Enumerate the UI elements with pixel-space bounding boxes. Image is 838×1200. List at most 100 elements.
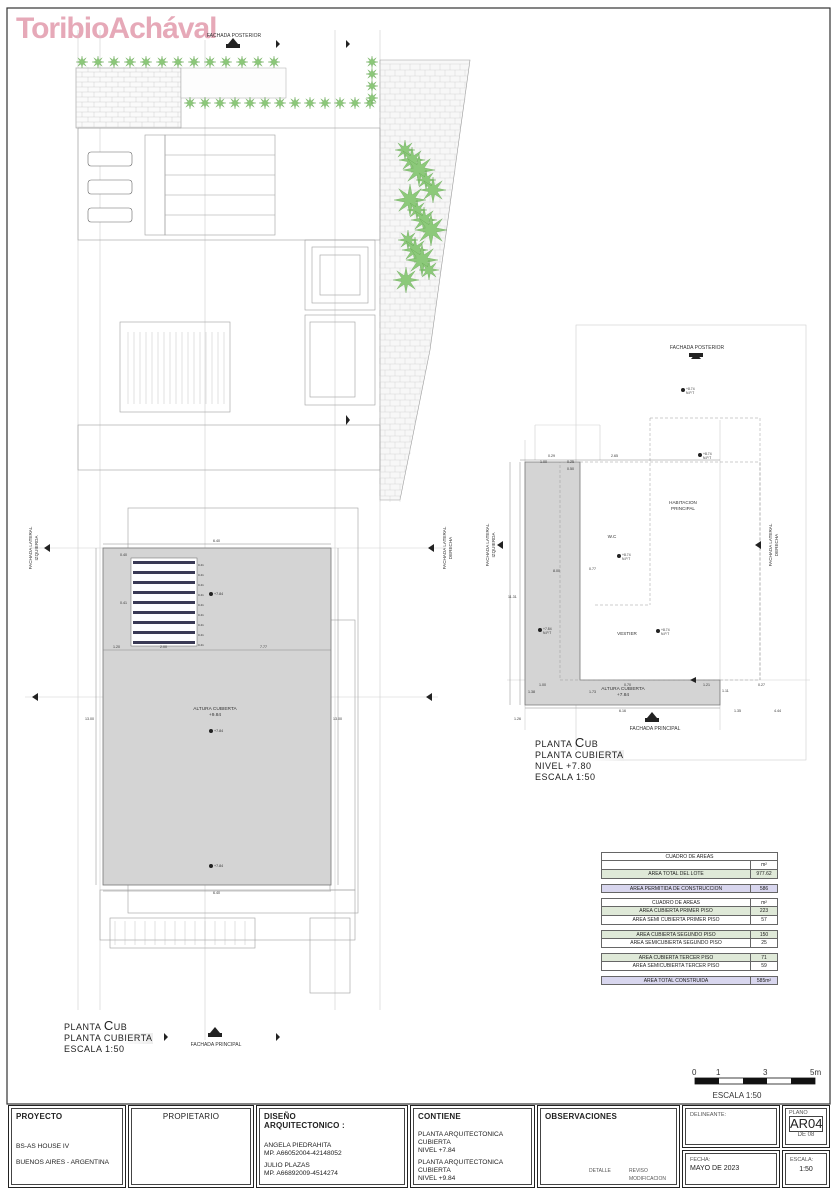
tb-plano-head: PLANO [789,1110,808,1116]
left-plan: 6.40 0.40 1.20 2.00 7.77 13.00 13.00 0.4… [25,30,471,1048]
tb-diseno-3: JULIO PLAZAS [264,1162,310,1169]
left-marker-side-l1: FACHADA LATERAL [28,526,33,569]
left-dim-041: 0.41 [120,601,127,605]
tb-propietario: PROPIETARIO [128,1105,254,1188]
scale-tick-3: 3 [763,1068,768,1077]
svg-text:0.41: 0.41 [198,613,204,617]
right-level-3: +8.74 [622,553,631,557]
areas-unit-1: m² [761,862,767,868]
tb-diseno-1: ANGELA PIEDRAHITA [264,1142,332,1149]
svg-text:0.41: 0.41 [198,623,204,627]
left-marker-side-r1: FACHADA LATERAL [442,526,447,569]
right-level-3-sub: N.P.T [622,557,630,561]
tb-delineante: DELINEANTE: [682,1105,780,1148]
tb-propietario-head: PROPIETARIO [162,1112,220,1121]
right-dim-17: 6.16 [619,709,626,713]
left-dim-side-l: 13.00 [85,717,94,721]
right-level-5-sub: N.P.T [661,632,669,636]
tb-escala: ESCALA: 1:50 [782,1150,830,1188]
right-level-4: +7.84 [543,627,552,631]
scale-bar: 0 1 3 5m ESCALA 1:50 [692,1068,821,1100]
right-dim-2: 1.00 [540,460,547,464]
tb-diseno-4: MP. A66892009-4514274 [264,1170,338,1177]
svg-text:0.41: 0.41 [198,643,204,647]
right-level-5: +8.74 [661,628,670,632]
right-dim-7: 11.31 [508,595,517,599]
tb-diseno-2: MP. A66052004-42148052 [264,1150,342,1157]
svg-text:0.41: 0.41 [198,593,204,597]
left-label-1a: PLANTA [64,1022,104,1032]
tb-diseno-head1: DISEÑO [264,1112,296,1121]
right-label-2: PLANTA CUBIERTA [535,750,624,761]
right-dim-9: 1.38 [528,690,535,694]
tb-proyecto-head: PROYECTO [16,1112,63,1121]
right-dim-1: 0.29 [548,454,555,458]
tb-obs-detalle: DETALLE [589,1168,611,1174]
right-marker-side-l2: IZQUIERDA [491,532,496,558]
left-dim-200: 2.00 [160,645,167,649]
left-plan-label: PLANTA CUB PLANTA CUBIERTA ESCALA 1:50 [64,1019,153,1055]
tb-observaciones: OBSERVACIONES DETALLE REVISO MODIFICACIO… [537,1105,680,1188]
tb-contiene-5: CUBIERTA [418,1167,451,1174]
svg-text:0.41: 0.41 [198,603,204,607]
right-marker-bottom: FACHADA PRINCIPAL [630,726,681,732]
tb-fecha-head: FECHA: [690,1157,711,1163]
right-dim-15: 0.27 [758,683,765,687]
left-label-2: PLANTA CUBIERTA [64,1033,153,1044]
right-level-1: +8.74 [686,387,695,391]
left-marker-side-l2: IZQUIERDA [34,535,39,561]
right-label-1c: UB [584,739,599,749]
brand-logo: ToribioAchával [16,12,217,45]
left-marker-side-r2: DERECHA [448,536,453,559]
right-roof-label-1: ALTURA CUBIERTA [601,686,645,692]
scale-tick-0: 0 [692,1068,697,1077]
right-dim-11: 1.73 [589,690,596,694]
right-label-1b: C [574,735,585,750]
svg-text:0.41: 0.41 [198,563,204,567]
left-label-1c: UB [113,1022,128,1032]
svg-text:0.41: 0.41 [198,573,204,577]
right-label-3: NIVEL +7.80 [535,761,592,771]
tb-contiene-head: CONTIENE [418,1112,461,1121]
right-dim-16: 1.26 [514,717,521,721]
tb-escala: 1:50 [799,1166,813,1173]
sheet-border [6,7,831,1105]
right-dim-18: 1.35 [734,709,741,713]
right-plan-label: PLANTA CUB PLANTA CUBIERTA NIVEL +7.80 E… [535,735,624,783]
right-marker-side-r1: FACHADA LATERAL [768,523,773,566]
scale-tick-5: 5m [810,1068,821,1077]
scale-tick-1: 1 [716,1068,721,1077]
tb-escala-head: ESCALA: [790,1157,814,1163]
scale-label: ESCALA 1:50 [713,1091,762,1100]
left-marker-top: FACHADA POSTERIOR [207,33,262,39]
left-dim-040: 0.40 [120,553,127,557]
tb-diseno: DISEÑO ARQUITECTONICO : ANGELA PIEDRAHIT… [256,1105,408,1188]
areas-title-1: CUADRO DE AREAS [601,852,778,861]
right-dim-10: 1.00 [539,683,546,687]
right-roof-label-2: +7.84 [617,692,629,698]
tb-fecha: FECHA: MAYO DE 2023 [682,1150,780,1188]
right-plan: 0.29 1.00 0.25 2.65 0.50 8.00 11.31 0.77… [485,324,810,761]
room-vestier: VESTIER [617,631,637,636]
right-level-2-sub: N.P.T [703,456,711,460]
tb-contiene-1: PLANTA ARQUITECTONICA [418,1131,504,1138]
right-marker-side-l1: FACHADA LATERAL [485,523,490,566]
tb-diseno-head2: ARQUITECTONICO : [264,1121,345,1130]
left-dim-777: 7.77 [260,645,267,649]
tb-fecha: MAYO DE 2023 [690,1165,740,1172]
right-dim-6: 8.00 [553,569,560,573]
tb-contiene: CONTIENE PLANTA ARQUITECTONICA CUBIERTA … [410,1105,535,1188]
svg-text:0.41: 0.41 [198,633,204,637]
right-marker-top: FACHADA POSTERIOR [670,345,725,351]
tb-obs-modif: MODIFICACION [629,1176,666,1182]
right-level-2: +8.74 [703,452,712,456]
areas-title-2: CUADRO DE AREAS [602,899,751,906]
left-dim-top: 6.40 [213,539,220,543]
tb-contiene-3: NIVEL +7.84 [418,1147,456,1154]
